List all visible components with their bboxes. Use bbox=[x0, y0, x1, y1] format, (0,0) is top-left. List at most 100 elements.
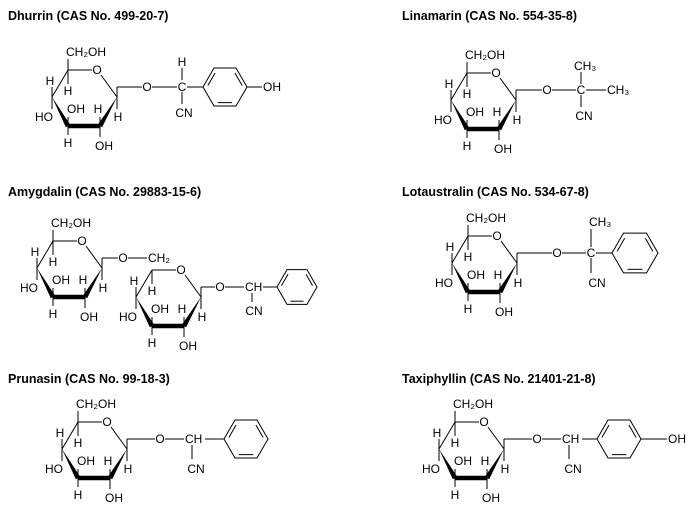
h-label: H bbox=[148, 284, 157, 298]
ch2-label: CH₂ bbox=[148, 251, 170, 265]
h-label: H bbox=[463, 139, 472, 153]
o-label: O bbox=[215, 280, 224, 294]
bond bbox=[451, 235, 469, 264]
benzene-ring bbox=[223, 419, 269, 459]
h-label: H bbox=[494, 268, 503, 282]
bond bbox=[228, 424, 237, 438]
wedge-bond bbox=[136, 297, 155, 328]
h-label: H bbox=[493, 105, 502, 119]
ch2oh-label: CH₂OH bbox=[466, 211, 506, 225]
o-label: O bbox=[155, 432, 164, 446]
oh-label: OH bbox=[495, 305, 513, 319]
h-label: H bbox=[513, 113, 522, 127]
h-label: H bbox=[49, 255, 58, 269]
oh-label: OH bbox=[179, 339, 197, 353]
o-label: O bbox=[532, 432, 541, 446]
title-dhurrin: Dhurrin (CAS No. 499-20-7) bbox=[8, 9, 168, 23]
ho-label: HO bbox=[435, 276, 453, 290]
o-label: O bbox=[542, 83, 551, 97]
ch-label: CH bbox=[562, 432, 579, 446]
cn-label: CN bbox=[564, 462, 581, 476]
ho-label: HO bbox=[434, 113, 452, 127]
wedge-bond bbox=[52, 97, 71, 128]
bond bbox=[601, 424, 610, 438]
oh-label: OH bbox=[466, 105, 484, 119]
ch2oh-label: CH₂OH bbox=[51, 216, 91, 230]
oh-label: OH bbox=[95, 139, 113, 153]
oh-label: OH bbox=[668, 432, 686, 446]
bond bbox=[450, 72, 468, 101]
wedge-bond bbox=[497, 263, 517, 294]
c-label: C bbox=[577, 83, 586, 97]
ho-label: HO bbox=[35, 110, 53, 124]
wedge-bond bbox=[451, 100, 470, 131]
title-lotaustralin: Lotaustralin (CAS No. 534-67-8) bbox=[402, 185, 589, 199]
bond bbox=[110, 426, 128, 450]
wedge-bond bbox=[439, 449, 458, 480]
bond bbox=[51, 69, 69, 98]
ch3-label: CH₃ bbox=[607, 83, 629, 97]
wedge-bond bbox=[37, 268, 56, 299]
h-label: H bbox=[94, 102, 103, 116]
h-label: H bbox=[74, 436, 83, 450]
h-label: H bbox=[148, 336, 157, 350]
bond bbox=[500, 240, 518, 264]
bond bbox=[36, 240, 54, 269]
oh-label: OH bbox=[494, 142, 512, 156]
ho-label: HO bbox=[45, 462, 63, 476]
ring-oxygen-label: O bbox=[491, 66, 500, 80]
h-label: H bbox=[178, 55, 187, 69]
h-label: H bbox=[464, 250, 473, 264]
title-linamarin: Linamarin (CAS No. 554-35-8) bbox=[402, 9, 577, 23]
h-label: H bbox=[446, 240, 455, 254]
h-label: H bbox=[481, 454, 490, 468]
ho-label: HO bbox=[20, 281, 38, 295]
cn-label: CN bbox=[575, 109, 592, 123]
h-label: H bbox=[79, 273, 88, 287]
ho-label: HO bbox=[422, 462, 440, 476]
h-label: H bbox=[31, 245, 40, 259]
bond bbox=[487, 426, 505, 450]
ring-oxygen-label: O bbox=[92, 63, 101, 77]
ch-label: CH bbox=[185, 432, 202, 446]
wedge-bond bbox=[452, 263, 471, 294]
bond bbox=[305, 273, 314, 286]
h-label: H bbox=[46, 74, 55, 88]
h-label: H bbox=[445, 77, 454, 91]
ch-label: CH bbox=[245, 280, 262, 294]
h-label: H bbox=[130, 274, 139, 288]
ring-oxygen-label: O bbox=[176, 263, 185, 277]
h-label: H bbox=[56, 426, 65, 440]
oh-label: OH bbox=[454, 454, 472, 468]
h-label: H bbox=[114, 110, 123, 124]
c-label: C bbox=[587, 246, 596, 260]
ch3-label: CH₃ bbox=[589, 215, 611, 229]
h-label: H bbox=[104, 454, 113, 468]
bond bbox=[207, 72, 216, 86]
ch2oh-label: CH₂OH bbox=[453, 397, 493, 411]
wedge-bond bbox=[107, 449, 127, 480]
bond bbox=[616, 238, 626, 252]
h-label: H bbox=[178, 302, 187, 316]
o-label: O bbox=[142, 80, 151, 94]
bond bbox=[85, 245, 103, 269]
wedge-bond bbox=[181, 297, 201, 328]
title-taxiphyllin: Taxiphyllin (CAS No. 21401-21-8) bbox=[402, 372, 596, 386]
bond bbox=[234, 72, 243, 86]
cn-label: CN bbox=[588, 276, 605, 290]
bond bbox=[100, 74, 118, 98]
h-label: H bbox=[49, 307, 58, 321]
bond bbox=[61, 421, 79, 450]
title-prunasin: Prunasin (CAS No. 99-18-3) bbox=[8, 372, 170, 386]
bond bbox=[628, 424, 637, 438]
oh-label: OH bbox=[105, 491, 123, 505]
h-label: H bbox=[433, 426, 442, 440]
wedge-bond bbox=[484, 449, 504, 480]
